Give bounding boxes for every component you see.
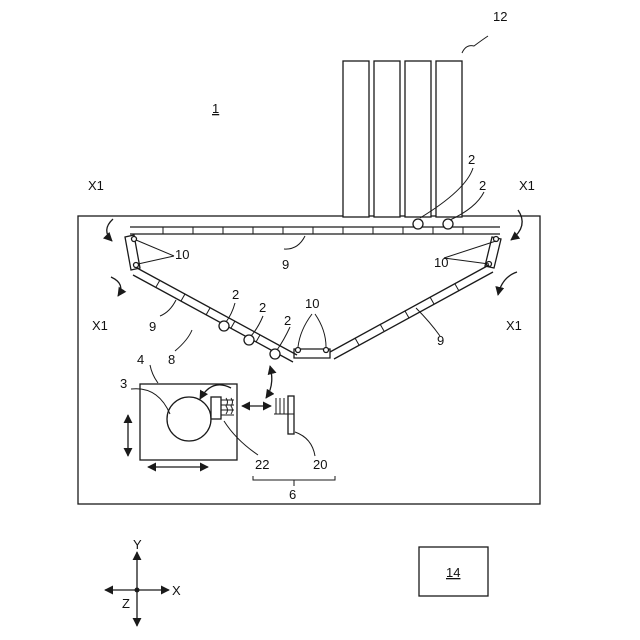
flow-arrow-top-right <box>511 210 522 240</box>
label-holder-1: 2 <box>232 287 239 302</box>
cassette-3 <box>405 61 431 217</box>
label-tool-a: 20 <box>313 457 327 472</box>
label-holder-top-b: 2 <box>479 178 486 193</box>
axis-label-y: Y <box>133 537 142 552</box>
label-segment-right: 9 <box>437 333 444 348</box>
right-conveyor <box>330 265 493 359</box>
left-conveyor <box>133 268 297 362</box>
label-stack: 12 <box>493 9 507 24</box>
label-flow-top-left: X1 <box>88 178 104 193</box>
label-junction-left: 10 <box>175 247 189 262</box>
system-housing <box>78 216 540 504</box>
label-segment-left: 9 <box>149 319 156 334</box>
substrate <box>167 397 211 441</box>
label-junction-bottom: 10 <box>305 296 319 311</box>
right-end-module <box>485 237 501 269</box>
label-flow-bottom-left: X1 <box>92 318 108 333</box>
label-segment-top: 9 <box>282 257 289 272</box>
label-tool-b: 22 <box>255 457 269 472</box>
cassette-2 <box>374 61 400 217</box>
coordinate-axes <box>105 552 169 626</box>
tool-b-block <box>211 397 221 419</box>
holder-1 <box>219 321 229 331</box>
label-arrangement: 8 <box>168 352 175 367</box>
tool-a <box>274 396 294 434</box>
bottom-junction-module <box>294 348 330 359</box>
flow-arrow-bottom-left <box>111 277 121 296</box>
label-controller: 14 <box>446 565 460 580</box>
cassette-4 <box>436 61 462 217</box>
axis-label-z: Z <box>122 596 130 611</box>
label-substrate: 3 <box>120 376 127 391</box>
holder-3 <box>270 349 280 359</box>
label-junction-right: 10 <box>434 255 448 270</box>
label-holder-top-a: 2 <box>468 152 475 167</box>
label-flow-bottom-right: X1 <box>506 318 522 333</box>
label-unit: 6 <box>289 487 296 502</box>
flow-arrow-top-left <box>107 219 113 241</box>
label-holder-3: 2 <box>284 313 291 328</box>
transfer-arrow <box>266 366 272 398</box>
label-stage: 4 <box>137 352 144 367</box>
holder-5 <box>443 219 453 229</box>
holder-4 <box>413 219 423 229</box>
label-flow-top-right: X1 <box>519 178 535 193</box>
label-system: 1 <box>212 101 219 116</box>
stage <box>140 384 237 460</box>
substrate-holders <box>219 219 453 359</box>
cassette-stack <box>343 61 462 217</box>
holder-2 <box>244 335 254 345</box>
label-holder-2: 2 <box>259 300 266 315</box>
flow-arrow-bottom-right <box>498 272 517 295</box>
cassette-1 <box>343 61 369 217</box>
axis-label-x: X <box>172 583 181 598</box>
tool-b-bristles <box>221 398 234 415</box>
